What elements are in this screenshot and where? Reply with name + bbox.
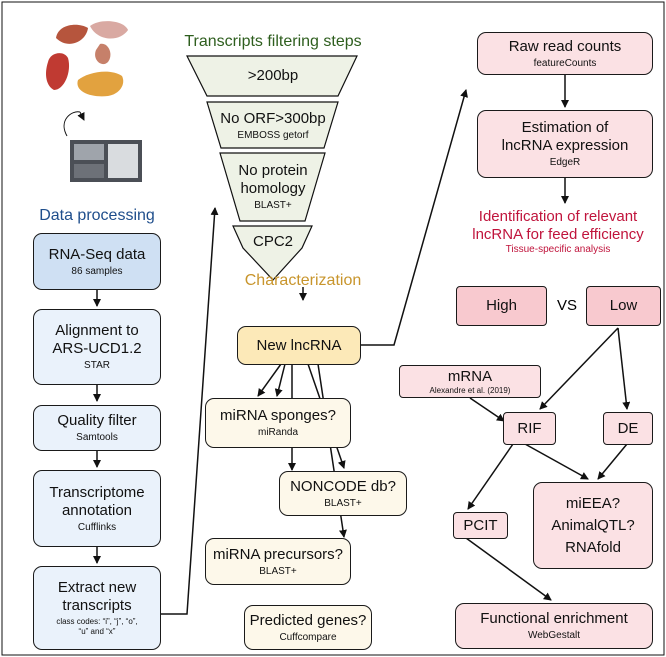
alignment-sub: STAR	[84, 360, 110, 371]
tissue-sequencer-illustration	[46, 21, 142, 182]
noncode-box: NONCODE db? BLAST+	[279, 471, 407, 516]
functional-sub: WebGestalt	[527, 630, 581, 641]
quality-title: Quality filter	[57, 412, 137, 429]
filter-homology-title-1: No protein	[238, 162, 308, 179]
characterization-title: Characterization	[244, 272, 362, 289]
identification-title-1: Identification of relevant	[478, 208, 638, 225]
mrna-box: mRNA Alexandre et al. (2019)	[399, 365, 541, 398]
quality-sub: Samtools	[76, 432, 118, 443]
filter-homology-sub: BLAST+	[254, 200, 292, 211]
mirna-precursors-title: miRNA precursors?	[212, 545, 344, 563]
noncode-sub: BLAST+	[324, 497, 362, 509]
de-label: DE	[617, 419, 639, 437]
low-label: Low	[609, 297, 638, 314]
new-lncrna-title: New lncRNA	[256, 336, 342, 354]
pcit-box: PCIT	[453, 512, 508, 539]
de-box: DE	[603, 412, 653, 445]
identification-title-2: lncRNA for feed efficiency	[472, 226, 644, 243]
raw-read-counts-sub: featureCounts	[533, 57, 597, 69]
rif-label: RIF	[517, 419, 542, 437]
identification-block: Identification of relevant lncRNA for fe…	[450, 208, 666, 256]
rnaseq-title: RNA-Seq data	[48, 245, 146, 263]
extract-sub-2: “u” and “x”	[78, 627, 116, 636]
muscle-icon	[46, 53, 70, 90]
functional-title: Functional enrichment	[480, 610, 628, 627]
filter-orf-title: No ORF>300bp	[220, 110, 326, 127]
raw-read-counts-title: Raw read counts	[508, 37, 622, 55]
high-box: High	[456, 286, 547, 326]
extract-transcripts-box: Extract new transcripts class codes: “i”…	[33, 566, 161, 650]
predicted-genes-sub: Cuffcompare	[279, 631, 337, 643]
low-box: Low	[586, 286, 661, 326]
estimation-title-2: lncRNA expression	[501, 137, 629, 154]
alignment-title-1: Alignment to	[55, 322, 139, 339]
identification-sub: Tissue-specific analysis	[505, 244, 611, 255]
transcriptome-title-1: Transcriptome	[49, 483, 145, 501]
filter-orf: No ORF>300bp EMBOSS getorf	[210, 110, 336, 142]
pcit-label: PCIT	[463, 516, 498, 534]
mirna-precursors-box: miRNA precursors? BLAST+	[205, 538, 351, 585]
filter-200bp: >200bp	[247, 67, 299, 84]
liver-icon	[56, 24, 88, 44]
filter-homology-title-2: homology	[240, 180, 306, 197]
predicted-genes-title: Predicted genes?	[249, 611, 367, 629]
transcriptome-title-2: annotation	[61, 501, 133, 519]
functional-enrichment-box: Functional enrichment WebGestalt	[455, 603, 653, 649]
alignment-box: Alignment to ARS-UCD1.2 STAR	[33, 309, 161, 385]
pituitary-icon	[90, 21, 128, 39]
extract-sub-1: class codes: “i”, “j”, “o”,	[56, 617, 138, 626]
fat-tissue-icon	[77, 71, 124, 97]
mirna-sponges-title: miRNA sponges?	[220, 407, 336, 424]
estimation-box: Estimation of lncRNA expression EdgeR	[477, 110, 653, 178]
rnaseq-sub: 86 samples	[71, 265, 123, 277]
data-processing-title: Data processing	[39, 207, 155, 224]
filtering-steps-title: Transcripts filtering steps	[184, 33, 362, 50]
mirna-sponges-box: miRNA sponges? miRanda	[205, 398, 351, 448]
extract-title-2: transcripts	[62, 597, 132, 614]
filter-orf-sub: EMBOSS getorf	[237, 130, 309, 141]
tools-box: miEEA? AnimalQTL? RNAfold	[533, 482, 653, 569]
noncode-title: NONCODE db?	[290, 477, 396, 495]
predicted-genes-box: Predicted genes? Cuffcompare	[244, 605, 372, 650]
mirna-precursors-sub: BLAST+	[259, 565, 297, 577]
transcriptome-annotation-box: Transcriptome annotation Cufflinks	[33, 470, 161, 547]
filter-homology: No protein homology BLAST+	[222, 162, 324, 212]
high-label: High	[486, 297, 517, 314]
estimation-title-1: Estimation of	[521, 119, 609, 136]
rnaseq-data-box: RNA-Seq data 86 samples	[33, 233, 161, 290]
new-lncrna-box: New lncRNA	[237, 326, 361, 365]
estimation-sub: EdgeR	[549, 157, 581, 168]
filter-cpc2: CPC2	[252, 233, 293, 250]
alignment-title-2: ARS-UCD1.2	[52, 340, 142, 357]
vs-label: VS	[556, 297, 577, 314]
mirna-sponges-sub: miRanda	[257, 427, 299, 438]
tools-line-1: miEEA?	[565, 494, 621, 512]
transcriptome-sub: Cufflinks	[77, 521, 117, 533]
adrenal-icon	[95, 43, 111, 65]
mrna-sub: Alexandre et al. (2019)	[429, 385, 511, 395]
mrna-title: mRNA	[447, 367, 493, 385]
tools-line-3: RNAfold	[565, 538, 621, 556]
raw-read-counts-box: Raw read counts featureCounts	[477, 32, 653, 75]
tools-line-2: AnimalQTL?	[551, 516, 635, 534]
rif-box: RIF	[503, 412, 556, 445]
quality-filter-box: Quality filter Samtools	[33, 405, 161, 451]
extract-title-1: Extract new	[57, 579, 137, 596]
